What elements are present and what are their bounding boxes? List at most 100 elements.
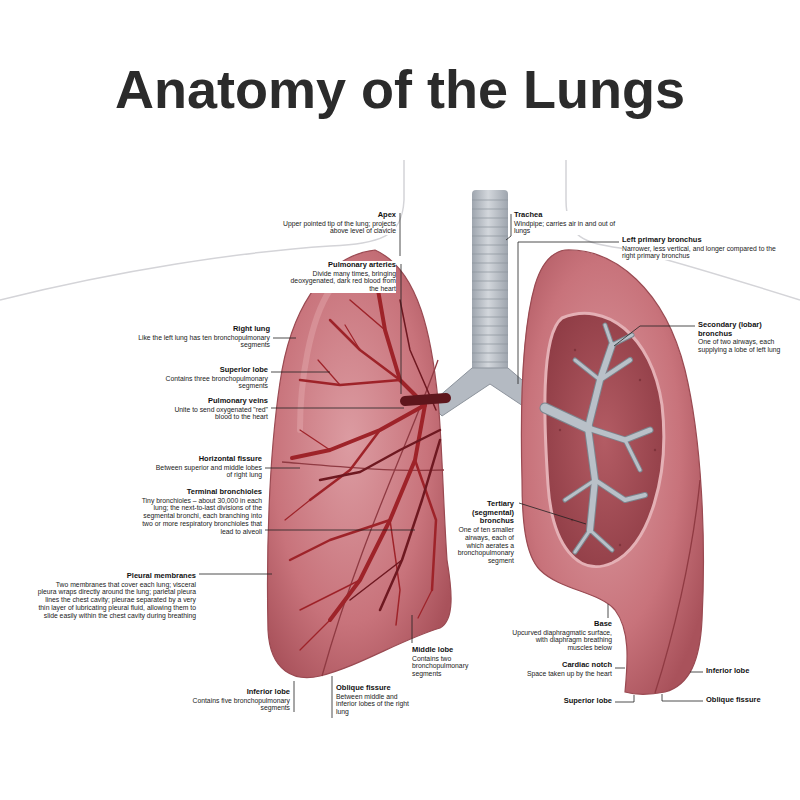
left-lung xyxy=(654,449,656,451)
left-lung xyxy=(559,349,656,546)
left-lung xyxy=(605,325,612,345)
left-lung xyxy=(639,379,641,381)
part-note: Contains three bronchopulmonary segments xyxy=(153,375,268,391)
part-name: Superior lobe xyxy=(532,697,612,706)
trachea xyxy=(472,253,508,254)
left-lung xyxy=(625,440,640,470)
right-lung xyxy=(268,250,452,678)
left-lung xyxy=(600,360,630,380)
callout-label: Pleural membranesTwo membranes that cove… xyxy=(36,572,196,620)
right-lung xyxy=(290,520,390,560)
right-lung xyxy=(320,430,440,480)
trachea xyxy=(472,334,508,335)
callout-label: Inferior lobeContains five bronchopulmon… xyxy=(180,688,290,712)
part-name: Inferior lobe xyxy=(180,688,290,697)
left-lung xyxy=(588,345,612,428)
callout-label: BaseUpcurved diaphragmatic surface, with… xyxy=(512,620,612,652)
trachea xyxy=(472,271,508,272)
right-lung xyxy=(318,360,340,385)
right-lung xyxy=(380,440,440,610)
trachea xyxy=(472,298,508,299)
right-lung xyxy=(285,500,310,520)
left-lung xyxy=(545,325,650,552)
left-lung xyxy=(588,428,650,440)
right-lung xyxy=(300,620,330,650)
leader-lines xyxy=(662,694,703,701)
part-note: Narrower, less vertical, and longer comp… xyxy=(622,245,787,261)
trachea xyxy=(472,307,508,308)
body-silhouette xyxy=(0,160,800,800)
trachea xyxy=(472,235,508,236)
left-lung xyxy=(575,360,600,380)
leader-lines xyxy=(401,264,402,394)
trachea xyxy=(472,361,508,362)
part-note: Divide many times, bringing deoxygenated… xyxy=(286,270,396,293)
part-name: Trachea xyxy=(514,211,619,220)
leader-lines xyxy=(690,672,703,673)
left-lung xyxy=(590,530,612,550)
left-lung xyxy=(545,313,664,566)
callout-label: Superior lobe xyxy=(532,697,612,706)
callout-label: Tertiary (segmental) bronchusOne of ten … xyxy=(452,500,514,565)
leader-lines xyxy=(519,503,586,524)
right-lung xyxy=(268,250,452,678)
right-lung xyxy=(390,520,400,625)
right-lung xyxy=(285,290,436,650)
left-lung xyxy=(605,325,612,345)
leader-lines xyxy=(615,695,634,702)
leader-lines xyxy=(271,408,404,409)
callout-label: Pulmonary veinsUnite to send oxygenated … xyxy=(158,397,268,421)
trachea xyxy=(472,262,508,263)
part-name: Oblique fissure xyxy=(336,684,412,693)
callout-label: Oblique fissureBetween middle and inferi… xyxy=(336,684,412,716)
right-lung xyxy=(310,430,380,500)
left-lung xyxy=(545,325,650,552)
trachea xyxy=(472,352,508,353)
callout-label: Left primary bronchusNarrower, less vert… xyxy=(622,236,787,260)
trachea xyxy=(472,280,508,281)
right-lung xyxy=(415,460,436,590)
right-lung xyxy=(350,300,385,330)
part-note: Upcurved diaphragmatic surface, with dia… xyxy=(512,629,612,652)
body-silhouette xyxy=(0,160,800,800)
left-lung xyxy=(590,530,612,550)
part-note: Tiny bronchioles – about 30,000 in each … xyxy=(137,497,262,536)
left-lung xyxy=(619,544,621,546)
left-lung xyxy=(625,440,640,470)
left-lung xyxy=(559,429,561,431)
part-name: Pleural membranes xyxy=(36,572,196,581)
right-lung xyxy=(300,580,360,610)
part-name: Inferior lobe xyxy=(706,667,786,676)
diagram-title: Anatomy of the Lungs xyxy=(0,62,800,116)
left-lung xyxy=(595,480,645,500)
callout-label: Terminal bronchiolesTiny bronchioles – a… xyxy=(137,488,262,536)
right-lung xyxy=(292,405,425,458)
body-silhouette xyxy=(0,160,404,300)
leader-lines xyxy=(518,242,619,384)
callout-label: Pulmonary arteriesDivide many times, bri… xyxy=(286,261,396,293)
part-note: Between middle and inferior lobes of the… xyxy=(336,693,412,716)
part-note: Contains five bronchopulmonary segments xyxy=(180,697,290,713)
right-lung xyxy=(345,325,360,350)
part-note: Unite to send oxygenated "red" blood to … xyxy=(158,406,268,422)
part-name: Horizontal fissure xyxy=(152,455,262,464)
trachea xyxy=(472,217,508,218)
right-lung xyxy=(400,300,436,410)
leader-lines xyxy=(199,574,272,575)
part-name: Oblique fissure xyxy=(706,696,786,705)
callout-label: Superior lobeContains three bronchopulmo… xyxy=(153,366,268,390)
part-note: One of ten smaller airways, each of whic… xyxy=(452,526,514,565)
leader-lines xyxy=(608,604,609,618)
right-lung xyxy=(320,300,440,610)
leader-lines xyxy=(332,676,333,718)
leader-lines xyxy=(294,681,295,712)
part-name: Tertiary (segmental) bronchus xyxy=(452,500,514,526)
callout-label: Oblique fissure xyxy=(706,696,786,705)
part-name: Secondary (lobar) bronchus xyxy=(698,321,790,338)
right-lung xyxy=(418,590,432,618)
part-note: Like the left lung has ten bronchopulmon… xyxy=(135,334,270,350)
left-lung xyxy=(655,480,700,693)
callout-label: Middle lobeContains two bronchopulmonary… xyxy=(412,646,492,678)
